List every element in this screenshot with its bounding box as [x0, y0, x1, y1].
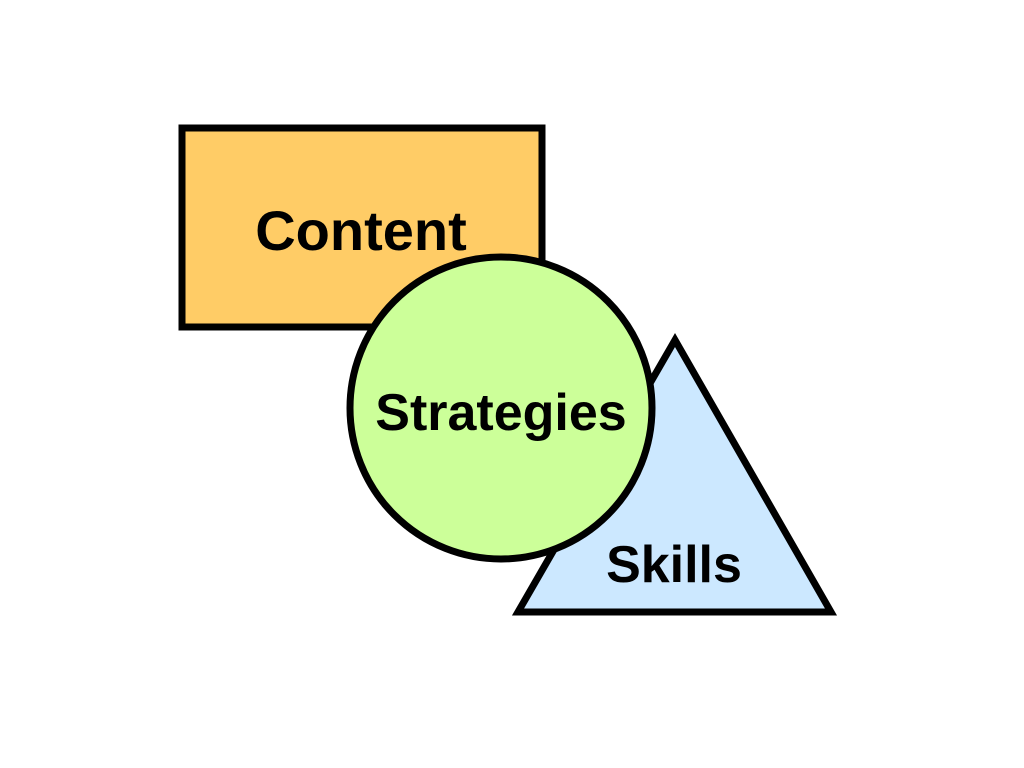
strategies-label: Strategies: [375, 384, 626, 442]
content-label: Content: [255, 199, 467, 262]
skills-label: Skills: [606, 536, 742, 594]
strategies-circle: [346, 253, 656, 563]
content-rectangle: [178, 124, 546, 331]
